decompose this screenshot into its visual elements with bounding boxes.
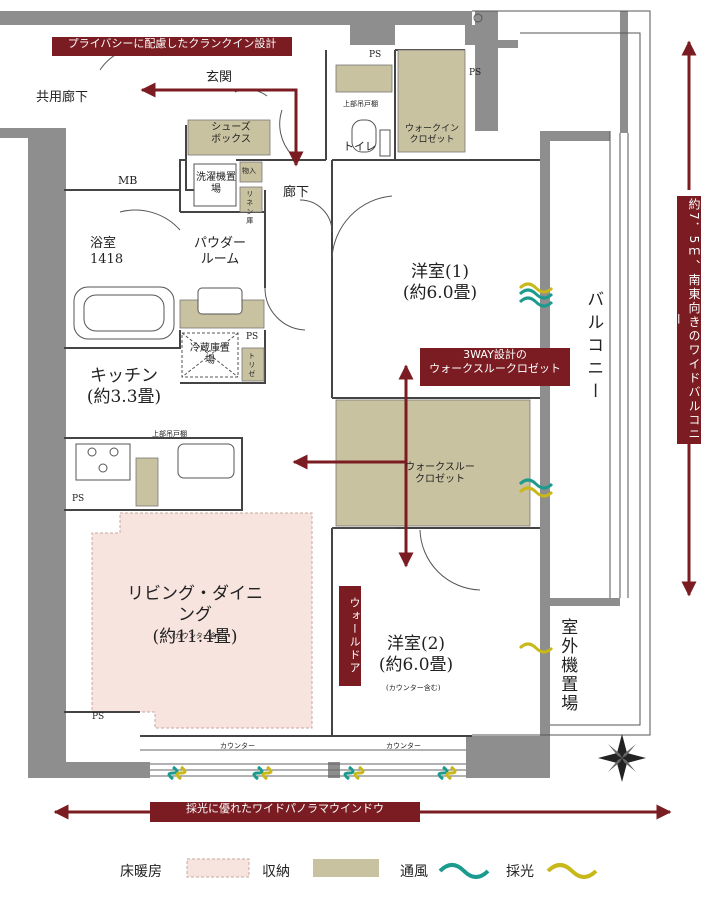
bath-label: 浴室 1418 bbox=[90, 236, 124, 268]
red-arrows bbox=[53, 40, 697, 820]
balcony-label: バルコニー bbox=[583, 290, 604, 405]
floor-heating-area bbox=[91, 512, 313, 729]
western1-label: 洋室(1) (約6.0畳) bbox=[402, 262, 478, 304]
storage-label: 物入 bbox=[242, 167, 256, 175]
kitchen-label: キッチン (約3.3畳) bbox=[86, 366, 162, 408]
light-marks bbox=[175, 282, 554, 781]
kitchen-sink bbox=[177, 443, 235, 479]
kitchen-upper-cabinet-label: 上部吊戸棚 bbox=[152, 430, 187, 438]
compass-rose-icon bbox=[598, 734, 646, 782]
fixtures bbox=[73, 119, 391, 481]
counter-label-1: カウンター bbox=[220, 742, 255, 750]
toilet-cabinet-block bbox=[335, 64, 393, 93]
toilet-upper-cabinet-label: 上部吊戸棚 bbox=[343, 100, 378, 108]
kitchen-counter-block bbox=[135, 457, 159, 507]
powder-label: パウダー ルーム bbox=[194, 236, 247, 268]
three-way-banner: 3WAY設計の ウォークスルークロゼット bbox=[420, 348, 570, 386]
crank-in-arrow bbox=[140, 82, 304, 167]
legend-daylight-swatch bbox=[546, 863, 598, 879]
entrance-label: 玄関 bbox=[206, 70, 233, 85]
ps-label: PS bbox=[469, 68, 482, 78]
laundry-box bbox=[193, 163, 237, 207]
legend-ventilation-label: 通風 bbox=[400, 864, 428, 880]
balcony-outline bbox=[472, 10, 651, 736]
wall-door-banner: ウォールドア bbox=[339, 586, 361, 686]
fridge-label: 冷蔵庫置場 bbox=[190, 343, 230, 366]
laundry-label: 洗濯機置場 bbox=[196, 172, 236, 195]
panorama-window bbox=[140, 749, 466, 777]
bathtub-inner bbox=[83, 294, 165, 332]
living-note: (カウンター含む) bbox=[172, 632, 227, 640]
wic-block bbox=[397, 49, 466, 153]
outdoor-unit-label: 室外機置場 bbox=[557, 618, 578, 713]
legend-ventilation-swatch bbox=[438, 863, 490, 879]
ps-label: PS bbox=[72, 494, 85, 504]
ps-label: PS bbox=[369, 50, 382, 60]
outer-walls bbox=[0, 11, 628, 778]
western2-note: (カウンター含む) bbox=[386, 684, 441, 692]
toilet-bowl bbox=[351, 119, 377, 153]
linen-block bbox=[239, 186, 263, 213]
living-label: リビング・ダイニング (約11.4畳) bbox=[127, 584, 263, 647]
balcony-banner: 約7．5ｍ、南東向きのワイドバルコニー bbox=[671, 196, 701, 444]
walkthrough-label: ウォークスルー クロゼット bbox=[405, 462, 475, 485]
western2-label: 洋室(2) (約6.0畳) bbox=[378, 634, 454, 676]
crank-in-banner: プライバシーに配慮したクランクイン設計 bbox=[52, 37, 292, 56]
legend-daylight-label: 採光 bbox=[506, 864, 534, 880]
toilet-label: トイレ bbox=[343, 140, 376, 153]
common-corridor-label: 共用廊下 bbox=[36, 90, 89, 105]
legend: 床暖房 収納 通風 採光 bbox=[120, 857, 720, 885]
legend-storage-label: 収納 bbox=[262, 864, 290, 880]
wic-label: ウォークインクロゼット bbox=[404, 124, 459, 145]
toilet-tank bbox=[379, 129, 391, 157]
wind-marks bbox=[167, 288, 554, 781]
ps-label: PS bbox=[246, 332, 259, 342]
trash-block bbox=[241, 347, 265, 382]
washbasin bbox=[197, 287, 243, 315]
corridor-label: 廊下 bbox=[283, 185, 310, 200]
linen-label: リネン庫 bbox=[245, 190, 254, 226]
legend-storage-swatch bbox=[313, 859, 379, 877]
panorama-banner: 採光に優れたワイドパノラマウインドウ bbox=[150, 802, 420, 822]
mb-label: MB bbox=[118, 174, 138, 187]
counter-label-2: カウンター bbox=[386, 742, 421, 750]
shoes-box-label: シューズボックス bbox=[211, 122, 251, 145]
trash-label: トリゼ bbox=[247, 352, 256, 379]
legend-floor-heating-swatch bbox=[186, 858, 250, 878]
legend-floor-heating-label: 床暖房 bbox=[120, 864, 162, 880]
ps-label: PS bbox=[92, 712, 105, 722]
kitchen-hob bbox=[75, 443, 131, 481]
